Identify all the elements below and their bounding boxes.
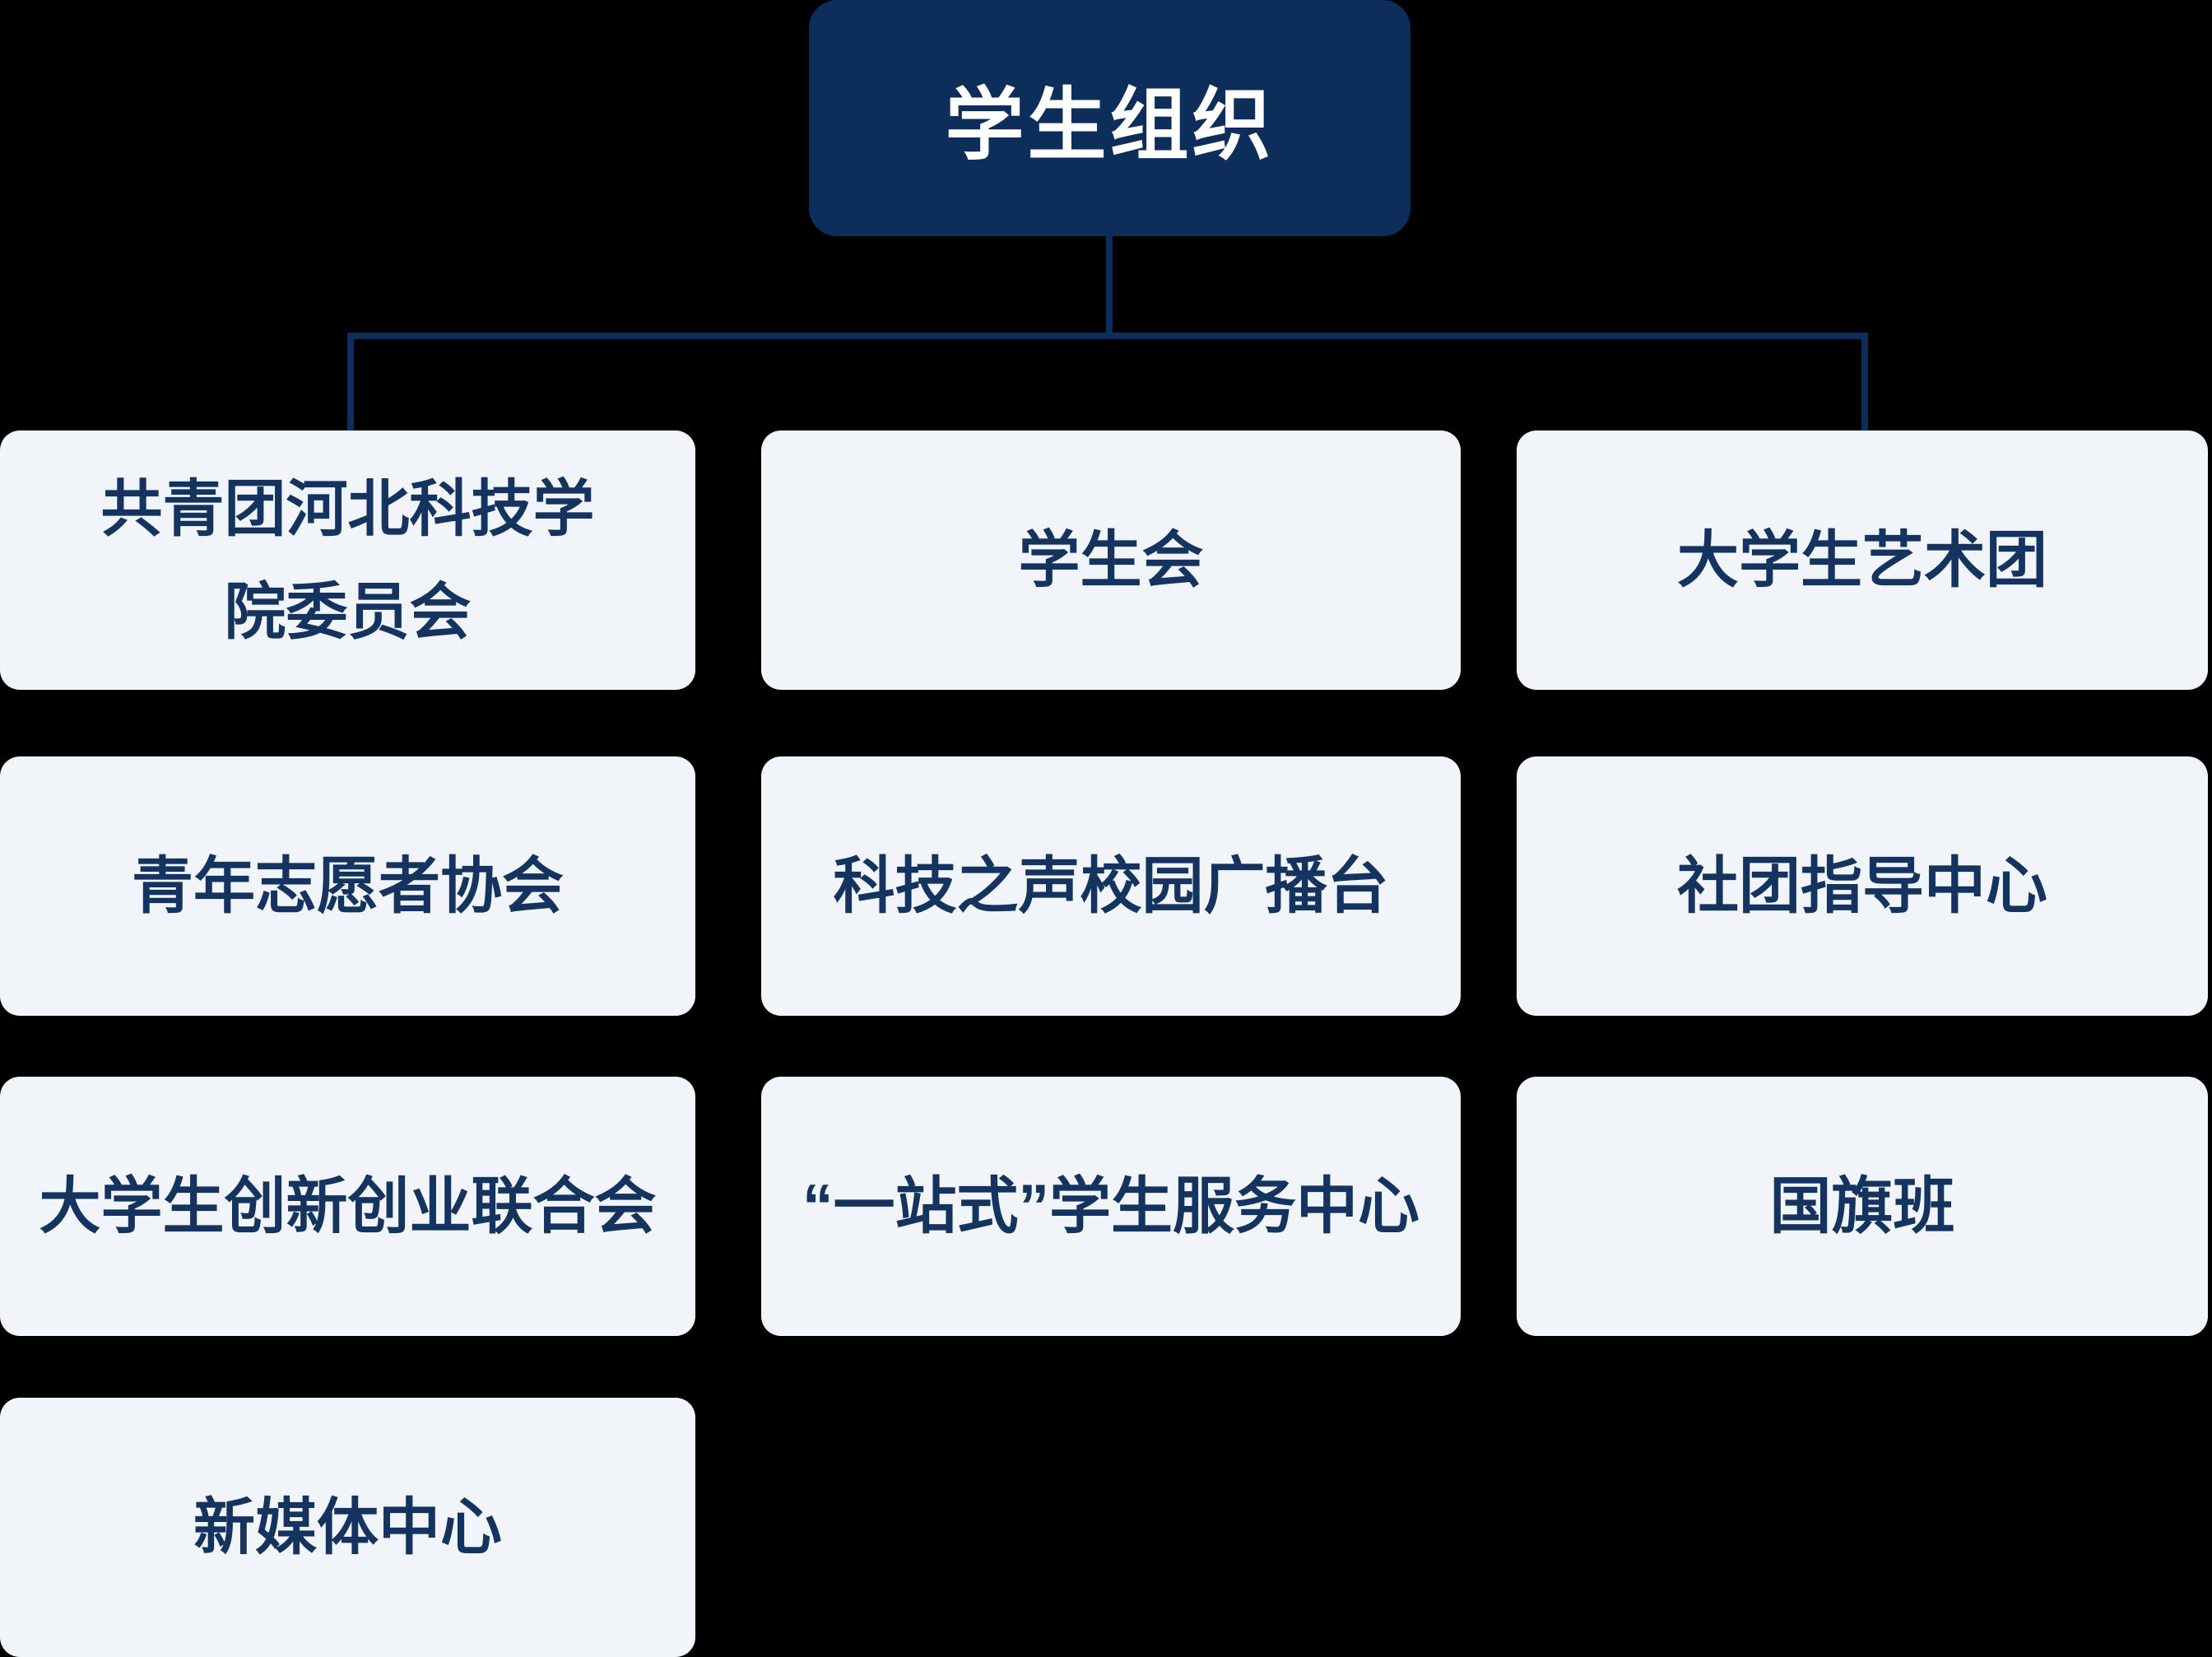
node-label: 共青团河北科技学 院委员会 — [100, 473, 595, 646]
node-label: 新媒体中心 — [193, 1492, 502, 1562]
node-label: 大学生艺术团 — [1676, 525, 2047, 594]
node-label: 科技之声校园广播台 — [833, 851, 1389, 920]
org-node: 共青团河北科技学 院委员会 — [0, 431, 695, 690]
org-node: 科技之声校园广播台 — [761, 756, 1461, 1016]
connector-horizontal — [347, 333, 1868, 339]
node-label: “一站式”学生服务中心 — [802, 1171, 1420, 1240]
node-label: 社团指导中心 — [1676, 851, 2047, 920]
org-node: 国旗班 — [1517, 1077, 2208, 1336]
connector-drop-right — [1861, 333, 1868, 431]
org-node: 学生会 — [761, 431, 1461, 690]
node-label: 国旗班 — [1769, 1171, 1955, 1240]
root-label: 学生组织 — [945, 81, 1275, 170]
org-node: 大学生创新创业联合会 — [0, 1077, 695, 1336]
org-node: 新媒体中心 — [0, 1398, 695, 1657]
org-node: 青年志愿者协会 — [0, 756, 695, 1016]
node-label: 学生会 — [1018, 525, 1204, 594]
org-node: 大学生艺术团 — [1517, 431, 2208, 690]
connector-vertical-top — [1106, 235, 1113, 335]
root-node: 学生组织 — [809, 0, 1410, 236]
org-node: “一站式”学生服务中心 — [761, 1077, 1461, 1336]
org-node: 社团指导中心 — [1517, 756, 2208, 1016]
node-label: 青年志愿者协会 — [131, 851, 564, 920]
node-label: 大学生创新创业联合会 — [39, 1171, 657, 1240]
connector-drop-left — [347, 333, 354, 431]
